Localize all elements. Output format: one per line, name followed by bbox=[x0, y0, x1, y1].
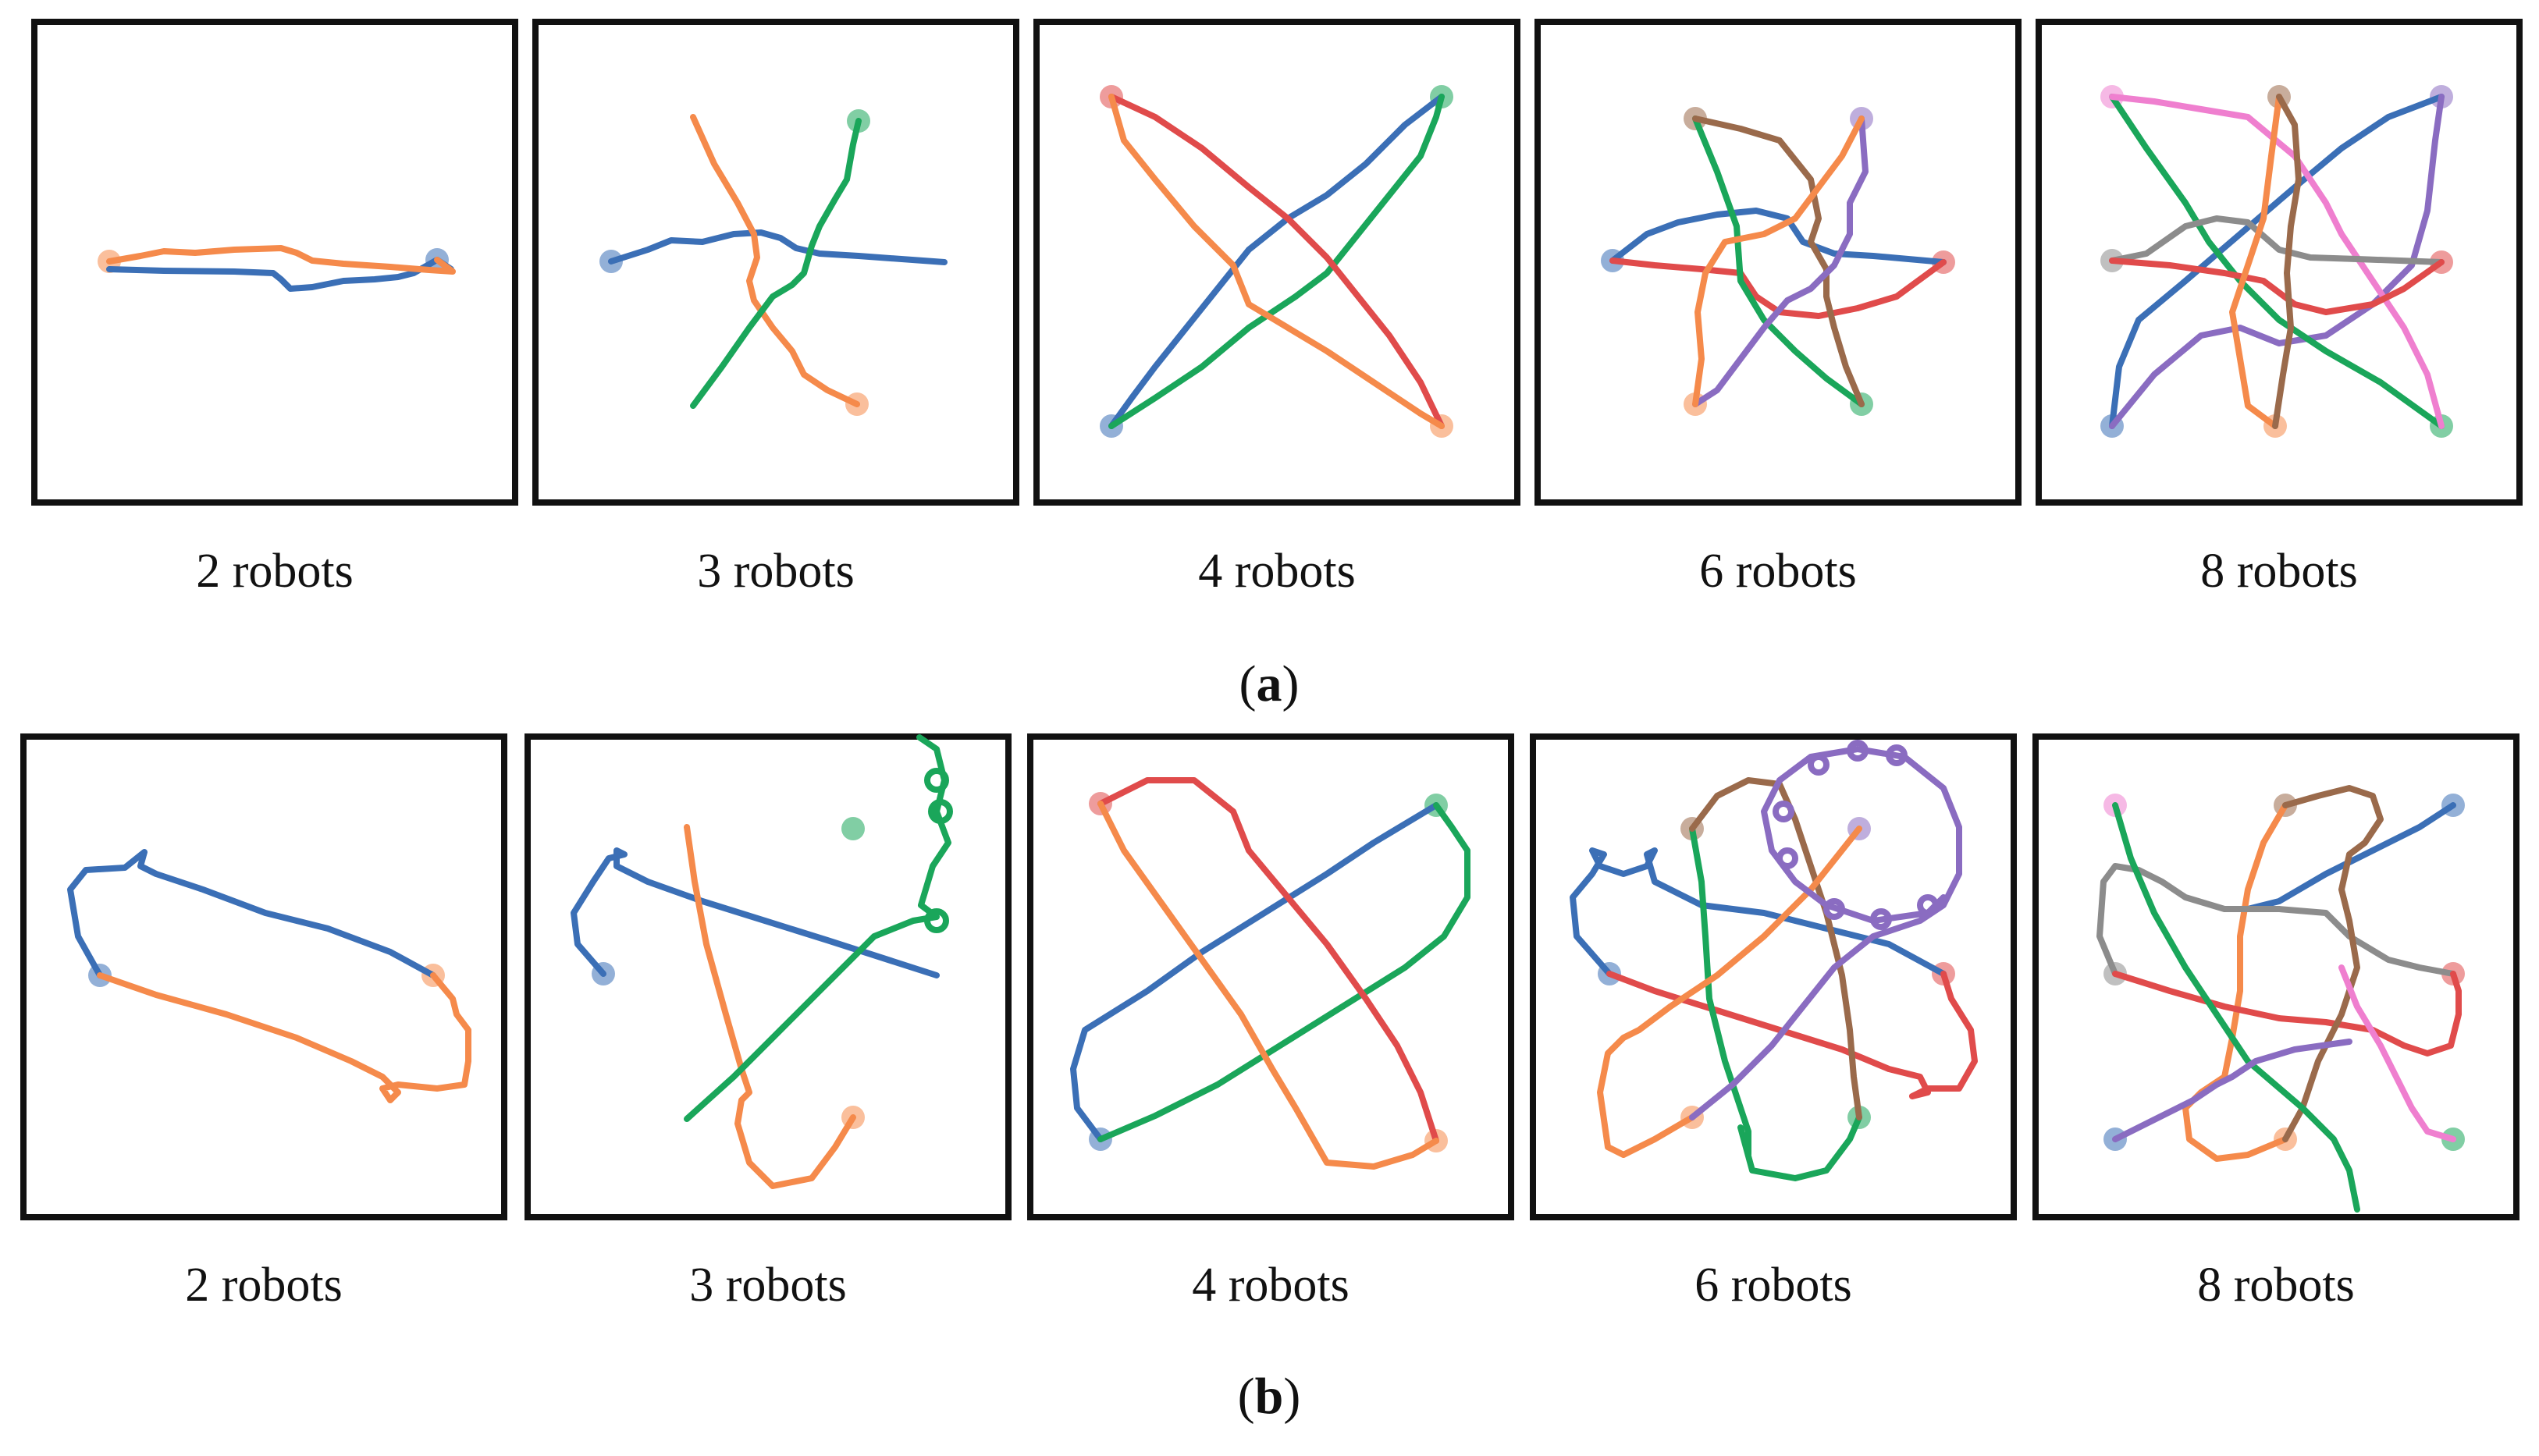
panel-a-3-robots: 3 robots bbox=[532, 19, 1019, 598]
trajectory-purple bbox=[2112, 1039, 2352, 1142]
trajectory-gray bbox=[2096, 863, 2456, 977]
trajectory-brown bbox=[1692, 115, 1865, 407]
trajectory-blue bbox=[1609, 208, 1947, 265]
trajectory-blue bbox=[1108, 94, 1445, 429]
trajectory-green bbox=[1097, 802, 1470, 1142]
trajectory-red bbox=[2109, 257, 2445, 315]
trajectory-blue bbox=[67, 849, 436, 978]
trajectory-red bbox=[1097, 777, 1439, 1144]
panel-b-6-robots: 6 robots bbox=[1530, 733, 2017, 1312]
caption-letter: a bbox=[1257, 655, 1282, 712]
row-caption-b: (b) bbox=[1238, 1368, 1301, 1425]
trajectory-orange bbox=[1108, 94, 1445, 429]
trajectory-orange bbox=[97, 972, 471, 1103]
trajectory-blue bbox=[571, 847, 940, 978]
trajectory-green bbox=[1689, 826, 1862, 1181]
trajectory-orange bbox=[106, 245, 456, 275]
panel-a-4-robots: 4 robots bbox=[1033, 19, 1520, 598]
trajectory-blue bbox=[2109, 94, 2445, 429]
trajectory-red bbox=[2112, 971, 2462, 1056]
trajectory-green bbox=[690, 118, 862, 409]
panel-label: 4 robots bbox=[1198, 545, 1356, 598]
trajectory-pink bbox=[2338, 964, 2456, 1142]
trajectory-green bbox=[2112, 802, 2360, 1213]
caption-paren-open: ( bbox=[1239, 655, 1257, 712]
trajectory-red bbox=[1609, 257, 1947, 319]
panel-label: 6 robots bbox=[1699, 545, 1857, 598]
panel-a-2-robots: 2 robots bbox=[31, 19, 518, 598]
caption-paren-close: ) bbox=[1282, 655, 1300, 712]
row-b: 2 robots 3 robots 4 robots bbox=[20, 733, 2519, 1425]
trajectory-blue bbox=[1070, 802, 1439, 1142]
panel-b-8-robots: 8 robots bbox=[2032, 733, 2519, 1312]
trajectory-green bbox=[1692, 115, 1865, 407]
panel-label: 3 robots bbox=[689, 1259, 847, 1312]
panel-b-2-robots: 2 robots bbox=[20, 733, 507, 1312]
trajectory-gray bbox=[2109, 215, 2445, 265]
panel-label: 4 robots bbox=[1192, 1259, 1350, 1312]
panel-label: 2 robots bbox=[185, 1259, 343, 1312]
trajectory-orange bbox=[2182, 802, 2288, 1162]
trajectory-blue bbox=[608, 229, 948, 265]
panel-a-6-robots: 6 robots bbox=[1534, 19, 2022, 598]
trajectory-orange bbox=[684, 824, 856, 1189]
trajectory-purple-loops bbox=[1773, 740, 1939, 930]
trajectory-purple bbox=[1689, 746, 1962, 1120]
trajectory-orange bbox=[1692, 115, 1865, 407]
caption-paren-close: ) bbox=[1283, 1368, 1300, 1425]
trajectory-orange bbox=[1097, 801, 1439, 1170]
trajectory-brown bbox=[2282, 785, 2384, 1142]
panel-b-4-robots: 4 robots bbox=[1027, 733, 1514, 1312]
trajectory-purple bbox=[1692, 115, 1869, 407]
trajectory-brown bbox=[2272, 94, 2302, 429]
panel-label: 6 robots bbox=[1694, 1259, 1852, 1312]
trajectory-red bbox=[1108, 94, 1445, 429]
caption-letter: b bbox=[1255, 1368, 1284, 1425]
trajectory-blue bbox=[106, 257, 454, 292]
caption-paren-open: ( bbox=[1238, 1368, 1255, 1425]
trajectory-orange bbox=[1597, 826, 1862, 1158]
panel-label: 8 robots bbox=[2200, 545, 2358, 598]
goal-marker-green bbox=[841, 817, 865, 840]
trajectory-green bbox=[1108, 94, 1445, 429]
trajectory-orange bbox=[2229, 94, 2282, 429]
trajectory-purple bbox=[2109, 94, 2445, 429]
row-caption-a: (a) bbox=[1239, 655, 1300, 712]
trajectory-pink bbox=[2109, 94, 2445, 429]
trajectory-red bbox=[1606, 971, 1978, 1099]
trajectory-green-loops bbox=[924, 768, 953, 933]
panel-a-8-robots: 8 robots bbox=[2036, 19, 2523, 598]
panel-label: 3 robots bbox=[697, 545, 855, 598]
panel-b-3-robots: 3 robots bbox=[525, 733, 1012, 1312]
trajectory-orange bbox=[690, 114, 860, 407]
panel-label: 8 robots bbox=[2197, 1259, 2355, 1312]
trajectory-brown bbox=[1689, 777, 1862, 1120]
row-a: 2 robots 3 robots 4 robots bbox=[31, 19, 2523, 712]
panel-label: 2 robots bbox=[196, 545, 354, 598]
